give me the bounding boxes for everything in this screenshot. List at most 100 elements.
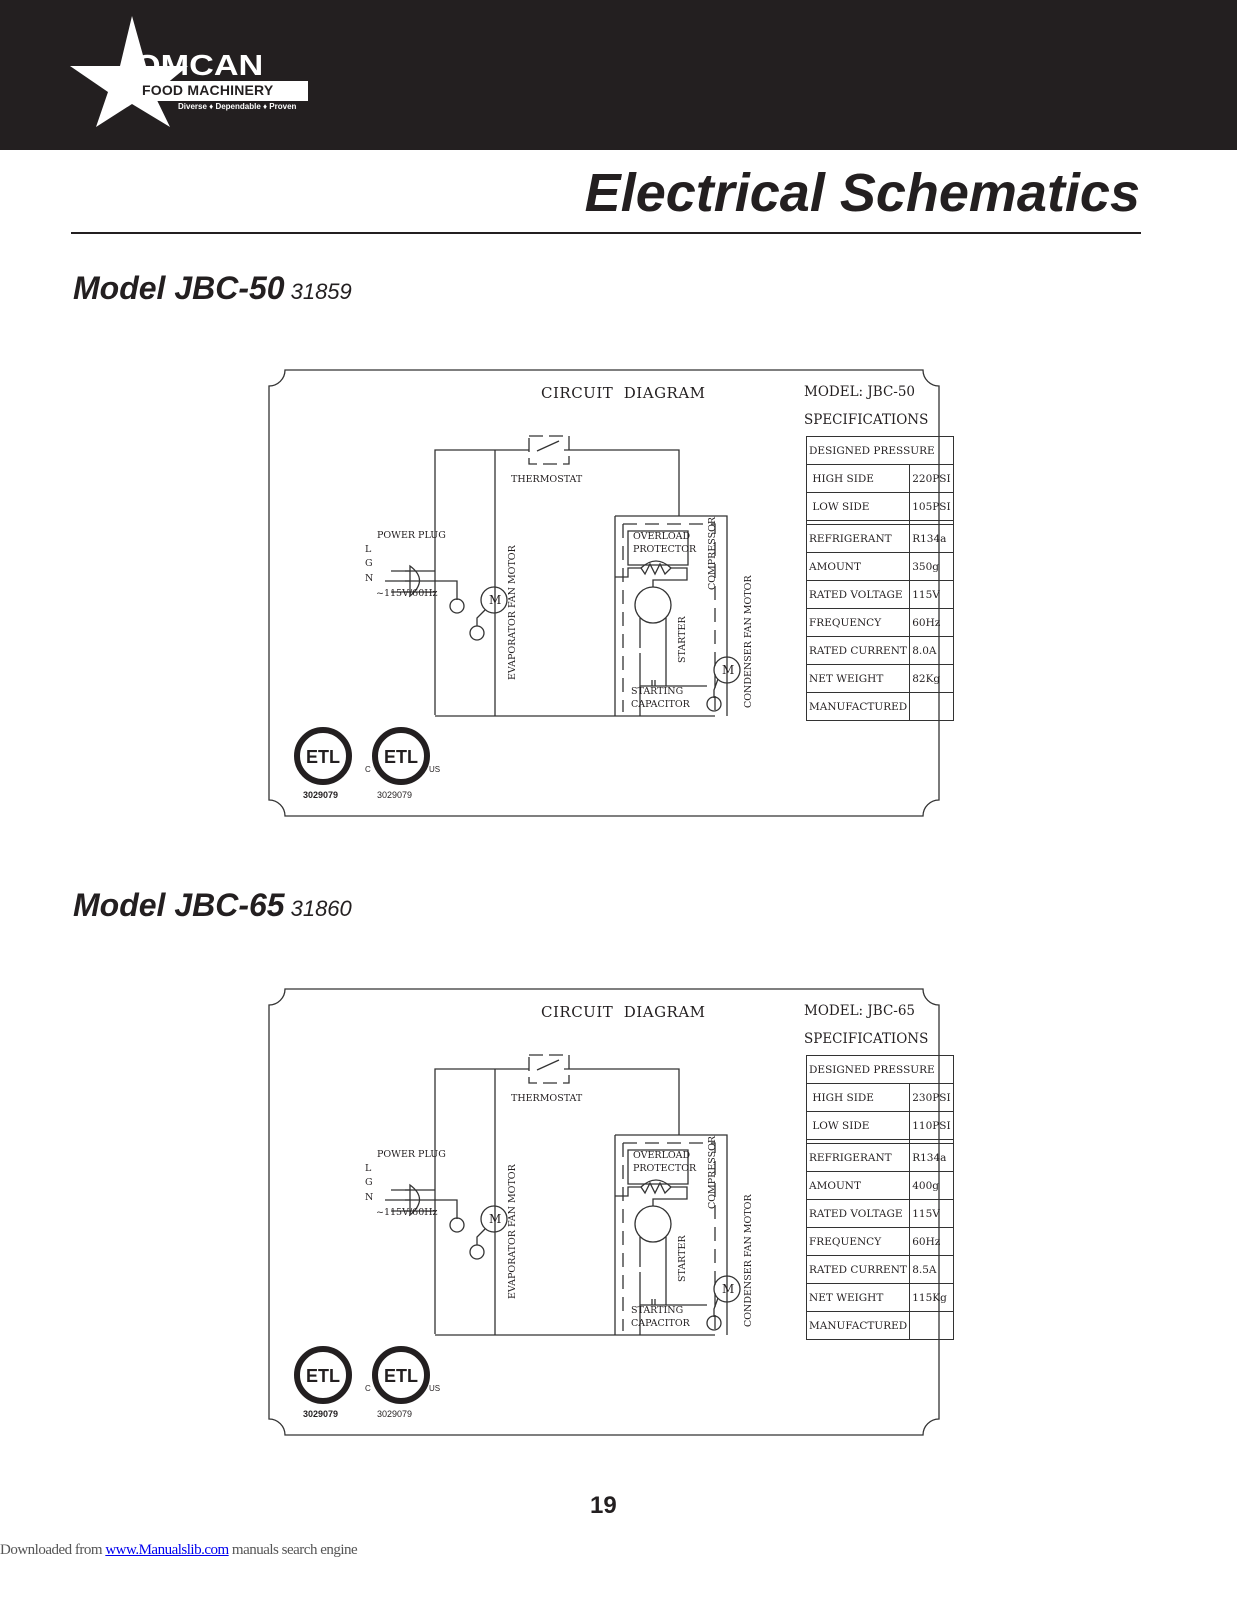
sub-brand: FOOD MACHINERY [142,82,274,98]
page-number: 19 [590,1492,617,1519]
ground-label: G [365,558,373,569]
overload-label-2: PROTECTOR [633,1163,697,1174]
footer: Downloaded from www.Manualslib.com manua… [0,1542,358,1559]
compressor-label: COMPRESSOR [707,1135,718,1209]
evaporator-fan-motor-label: EVAPORATOR FAN MOTOR [507,545,518,680]
etl-sanitation-badge: ETL 3029079 [293,1345,363,1425]
spec-label: RATED CURRENT [805,1255,911,1284]
header-band: OMCAN FOOD MACHINERY Diverse ♦ Dependabl… [0,0,1237,150]
etl-listed-number: 3029079 [377,1409,413,1419]
star-icon [70,16,188,127]
evaporator-fan-motor-label: EVAPORATOR FAN MOTOR [507,1164,518,1299]
etl-sanitation-badge: ETL 3029079 [293,726,363,806]
spec-label: RATED CURRENT [805,636,911,665]
condenser-motor-m: M [722,663,735,677]
diagram-frame [268,988,940,1436]
spec-value [909,692,954,721]
compressor-label: COMPRESSOR [707,516,718,590]
model-name: Model JBC-65 [73,887,285,923]
spec-label: REFRIGERANT [805,524,911,553]
circuit-diagram: CIRCUIT DIAGRAM THERMOSTAT POWER PLUG L … [267,368,954,818]
spec-label: RATED VOLTAGE [805,580,911,609]
spec-label: MANUFACTURED [805,692,911,721]
capacitor-label-1: STARTING [631,1305,684,1316]
thermostat-label: THERMOSTAT [511,1093,583,1104]
etl-listed-badge: ETL C US 3029079 [363,726,453,806]
tagline: Diverse ♦ Dependable ♦ Proven [178,102,297,111]
supply-label: ~115V/60Hz [376,1207,438,1218]
svg-text:ETL: ETL [384,747,418,767]
spec-label: HIGH SIDE [805,464,911,493]
spec-value: 230PSI [909,1083,954,1112]
diagram-title: CIRCUIT DIAGRAM [541,384,706,402]
omcan-logo: OMCAN FOOD MACHINERY Diverse ♦ Dependabl… [68,14,313,129]
capacitor-label-1: STARTING [631,686,684,697]
wire-top [434,449,529,715]
svg-text:ETL: ETL [306,747,340,767]
starter-label: STARTER [677,616,688,663]
spec-value [909,1311,954,1340]
spec-model: MODEL: JBC-50 [804,384,916,400]
spec-label: NET WEIGHT [805,1283,911,1312]
spec-label: LOW SIDE [805,1111,911,1140]
spec-value: 60Hz [909,1227,954,1256]
spec-value: R134a [909,524,954,553]
neutral-label: N [365,573,374,584]
svg-text:US: US [429,765,440,774]
etl-sanitation-icon: ETL [294,727,352,785]
condenser-fan-motor-label: CONDENSER FAN MOTOR [743,1194,754,1327]
diagram-frame [268,369,940,817]
line-label: L [365,1163,372,1174]
etl-listed-icon: ETL C US [365,727,440,785]
neutral-label: N [365,1192,374,1203]
power-plug-label: POWER PLUG [377,530,446,541]
spec-model: MODEL: JBC-65 [804,1003,916,1019]
power-plug-label: POWER PLUG [377,1149,446,1160]
thermostat-label: THERMOSTAT [511,474,583,485]
spec-value: R134a [909,1143,954,1172]
overload-label-1: OVERLOAD [633,531,691,542]
spec-value: 60Hz [909,608,954,637]
circuit-diagram: CIRCUIT DIAGRAM THERMOSTAT POWER PLUG L … [267,987,954,1437]
ground-label: G [365,1177,373,1188]
spec-value: 110PSI [909,1111,954,1140]
spec-value: 115V [909,1199,954,1228]
capacitor-label-2: CAPACITOR [631,1318,690,1329]
spec-label: AMOUNT [805,552,911,581]
overload-label-2: PROTECTOR [633,544,697,555]
svg-text:C: C [365,765,371,774]
etl-listed-badge: ETL C US 3029079 [363,1345,453,1425]
spec-label: NET WEIGHT [805,664,911,693]
condenser-fan-motor-label: CONDENSER FAN MOTOR [743,575,754,708]
etl-listed-icon: ETL C US [365,1346,440,1404]
svg-text:US: US [429,1384,440,1393]
line-label: L [365,544,372,555]
spec-value: 220PSI [909,464,954,493]
manualslib-link[interactable]: www.Manualslib.com [105,1542,229,1558]
spec-title: SPECIFICATIONS [804,1031,929,1047]
spec-label: FREQUENCY [805,608,911,637]
starter-label: STARTER [677,1235,688,1282]
spec-label: RATED VOLTAGE [805,1199,911,1228]
capacitor-label-2: CAPACITOR [631,699,690,710]
etl-listed-number: 3029079 [377,790,413,800]
spec-header-row: DESIGNED PRESSURE [806,436,954,465]
brand-name: OMCAN [134,50,264,82]
condenser-motor-m: M [722,1282,735,1296]
spec-value: 115Kg [909,1283,954,1312]
page-title: Electrical Schematics [584,163,1140,223]
diagram-title: CIRCUIT DIAGRAM [541,1003,706,1021]
wire-top [434,1068,529,1334]
